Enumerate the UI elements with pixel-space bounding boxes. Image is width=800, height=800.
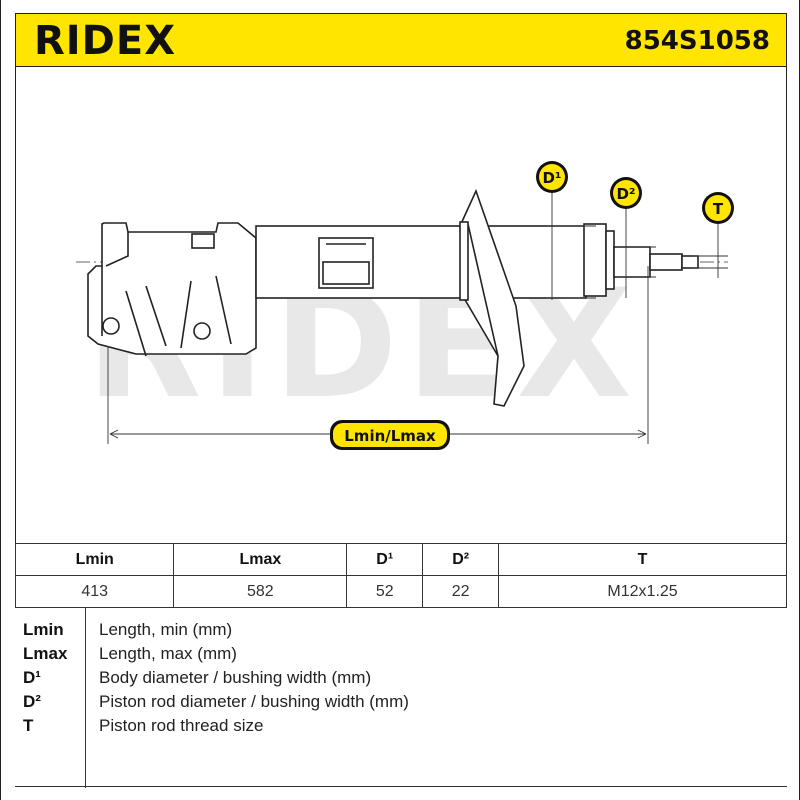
spec-header-cell: D¹: [346, 543, 424, 576]
spec-value-cell: 52: [346, 575, 424, 608]
d1-tag: D¹: [536, 161, 568, 193]
legend-row: Lmax Length, max (mm): [15, 644, 787, 668]
top-cap: [583, 223, 615, 297]
t-dimension: [692, 222, 728, 278]
spec-header-cell: Lmax: [173, 543, 348, 576]
legend-row: D¹ Body diameter / bushing width (mm): [15, 668, 787, 692]
legend-text: Length, min (mm): [99, 620, 233, 639]
legend-key: Lmin: [23, 620, 64, 639]
d1-label: D¹: [542, 169, 561, 187]
t-tag: T: [702, 192, 734, 224]
legend-key: D²: [23, 692, 41, 711]
spring-seat: [459, 188, 525, 407]
spec-value-cell: 413: [14, 575, 175, 608]
legend-key: Lmax: [23, 644, 68, 663]
part-number: 854S1058: [624, 26, 770, 56]
legend-text: Body diameter / bushing width (mm): [99, 668, 372, 687]
spec-value-cell: 22: [422, 575, 500, 608]
legend-text: Piston rod diameter / bushing width (mm): [99, 692, 409, 711]
spec-table: Lmin Lmax D¹ D² T 413 582 52 22 M12x1.25: [14, 543, 787, 608]
legend-row: T Piston rod thread size: [15, 716, 787, 740]
legend-key: T: [23, 716, 34, 735]
spec-value-cell: 582: [173, 575, 348, 608]
legend-divider: [85, 608, 86, 788]
piston-rod: [613, 246, 699, 278]
d2-tag: D²: [610, 177, 642, 209]
technical-drawing: RIDEX: [15, 66, 787, 544]
brand-logo: RIDEX: [34, 18, 177, 64]
length-label: Lmin/Lmax: [344, 427, 436, 445]
legend-text: Piston rod thread size: [99, 716, 264, 735]
strut-mount-bracket: [87, 222, 257, 357]
d2-label: D²: [616, 185, 635, 203]
spec-header-cell: D²: [422, 543, 500, 576]
legend-key: D¹: [23, 668, 41, 687]
spec-header-row: Lmin Lmax D¹ D² T: [14, 543, 787, 576]
spec-value-cell: M12x1.25: [498, 575, 787, 608]
shock-body: [255, 225, 587, 299]
spec-header-cell: T: [498, 543, 787, 576]
header-bar: RIDEX 854S1058: [15, 13, 787, 67]
legend-row: D² Piston rod diameter / bushing width (…: [15, 692, 787, 716]
spec-value-row: 413 582 52 22 M12x1.25: [14, 575, 787, 608]
legend-text: Length, max (mm): [99, 644, 237, 663]
d1-dimension: [546, 190, 596, 300]
t-label: T: [713, 200, 724, 218]
d2-dimension: [616, 206, 656, 298]
length-tag: Lmin/Lmax: [330, 420, 450, 450]
spec-header-cell: Lmin: [14, 543, 175, 576]
legend-row: Lmin Length, min (mm): [15, 620, 787, 644]
legend: Lmin Length, min (mm) Lmax Length, max (…: [15, 607, 787, 788]
